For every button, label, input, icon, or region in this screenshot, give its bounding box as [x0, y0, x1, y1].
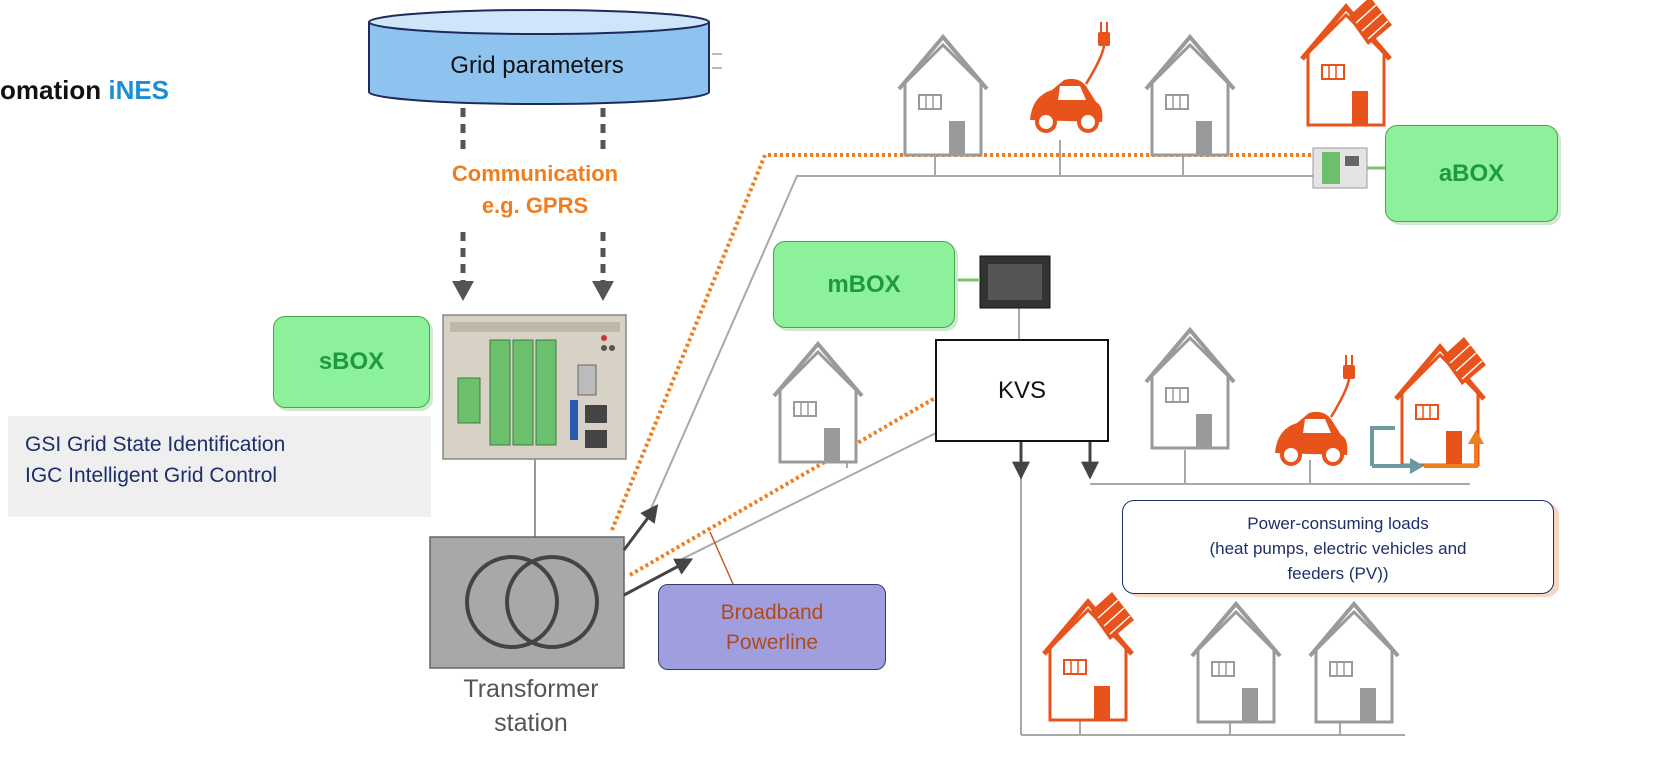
kvs-box: KVS	[935, 339, 1109, 442]
solar-house-icon	[1044, 592, 1134, 720]
solar-house-icon	[1302, 0, 1392, 125]
abox-device-icon	[1312, 147, 1368, 189]
house-icon	[1144, 35, 1236, 157]
communication-arrows	[452, 108, 614, 301]
title-highlight: iNES	[108, 75, 170, 105]
database-label: Grid parameters	[450, 52, 624, 79]
loads-line1: Power-consuming loads	[1247, 514, 1429, 533]
loads-line2: (heat pumps, electric vehicles and	[1209, 539, 1467, 558]
electric-car-icon	[1273, 353, 1357, 466]
info-box: GSI Grid State Identification IGC Intell…	[8, 416, 431, 517]
loads-box: Power-consuming loads (heat pumps, elect…	[1122, 500, 1554, 594]
info-line-igc: IGC Intelligent Grid Control	[25, 464, 278, 487]
communication-line1: Communication	[451, 161, 619, 186]
title-prefix: omation	[0, 75, 102, 105]
mbox-device-icon	[979, 255, 1051, 309]
communication-line2: e.g. GPRS	[481, 193, 589, 218]
house-icon	[772, 342, 864, 464]
info-line-gsi: GSI Grid State Identification	[25, 433, 286, 456]
loads-line3: feeders (PV))	[1287, 564, 1389, 583]
sbox-label: sBOX	[273, 316, 430, 408]
powerline-box: Broadband Powerline	[658, 584, 886, 670]
house-icon	[1308, 602, 1400, 724]
powerline-communication	[610, 153, 1320, 577]
heat-pump-arrows	[1370, 426, 1484, 474]
transformer-arrows	[622, 440, 1099, 597]
house-icon	[897, 35, 989, 157]
house-icon	[1144, 328, 1236, 450]
powerline-line2: Powerline	[725, 631, 819, 654]
communication-label: Communication e.g. GPRS	[420, 158, 650, 222]
transformer-line1: Transformer	[463, 675, 599, 703]
transformer-label: Transformer station	[430, 672, 632, 740]
abox-label: aBOX	[1385, 125, 1558, 222]
house-icon	[1396, 337, 1486, 465]
mbox-label: mBOX	[773, 241, 955, 328]
electric-car-icon	[1028, 20, 1112, 133]
transformer-icon	[429, 536, 625, 669]
sbox-device-icon	[442, 314, 627, 460]
powerline-line1: Broadband	[720, 601, 824, 624]
database-icon	[368, 9, 722, 105]
page-title: omation iNES	[0, 75, 169, 106]
house-icon	[1190, 602, 1282, 724]
transformer-line2: station	[494, 709, 568, 737]
